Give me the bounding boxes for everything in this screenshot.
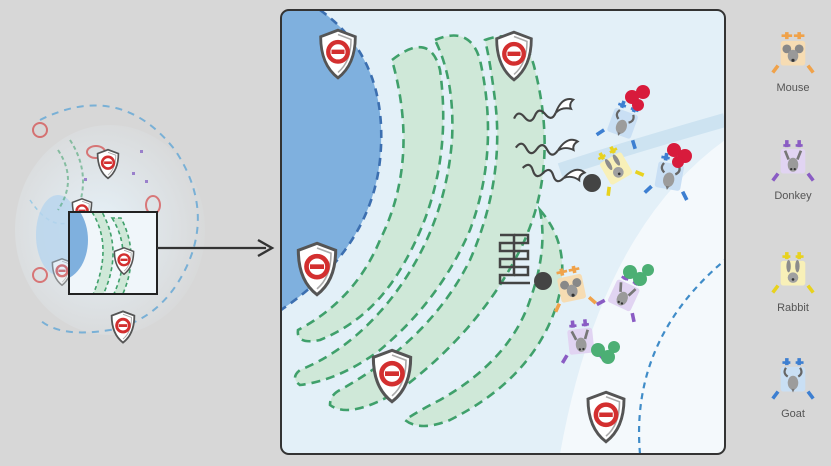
zoomed-cell-panel	[280, 9, 726, 455]
arrow-icon	[157, 238, 275, 258]
legend-label-rabbit: Rabbit	[777, 302, 809, 314]
legend-label-goat: Goat	[781, 408, 805, 420]
legend-item-donkey: Donkey	[758, 138, 828, 202]
legend-label-donkey: Donkey	[774, 190, 812, 202]
legend-item-mouse: Mouse	[758, 30, 828, 94]
blocked-shield-icon	[110, 310, 136, 344]
donkey-antibody-icon	[771, 138, 815, 183]
legend-item-goat: Goat	[758, 356, 828, 420]
legend-item-rabbit: Rabbit	[758, 250, 828, 314]
zoom-region-thumbnail	[68, 211, 158, 295]
goat-antibody-icon	[771, 356, 815, 401]
mouse-antibody-icon	[771, 30, 815, 75]
rabbit-antibody-icon	[771, 250, 815, 295]
bound-antibody-cluster-lower	[545, 261, 654, 365]
surface-antigens	[498, 97, 601, 290]
bound-antibody-cluster-upper	[585, 85, 697, 202]
legend-label-mouse: Mouse	[776, 82, 810, 94]
endoplasmic-reticulum	[293, 34, 564, 428]
